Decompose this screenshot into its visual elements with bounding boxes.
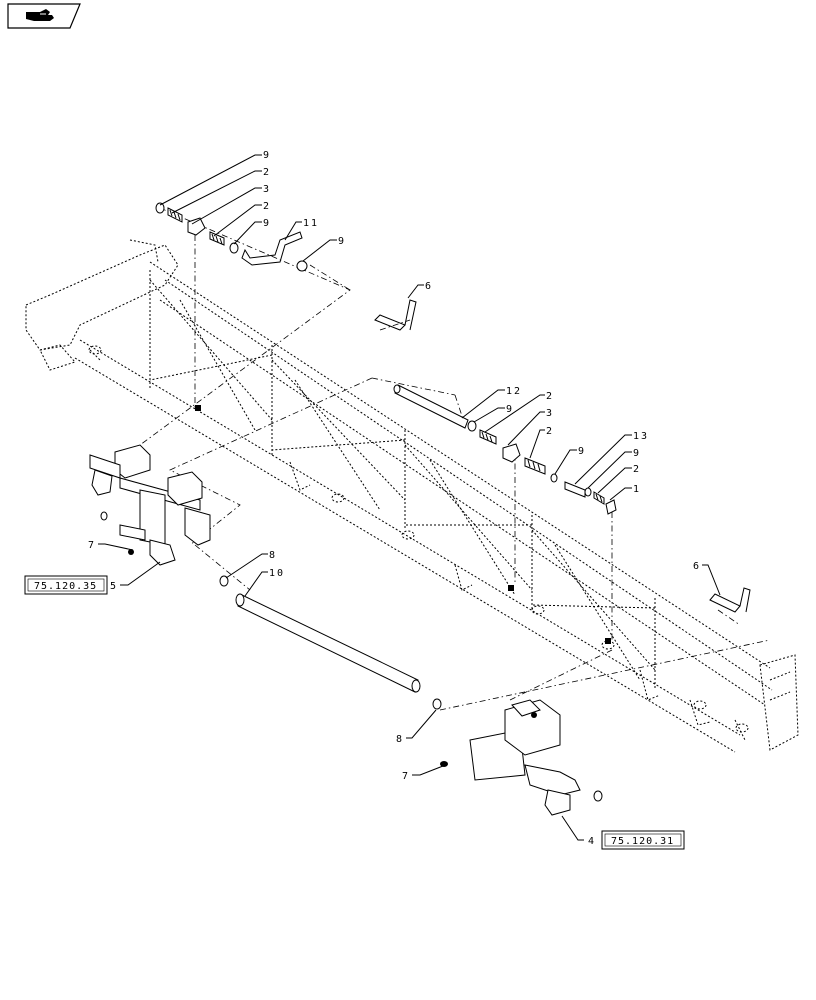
valve-assembly-left [89, 444, 211, 566]
callout-9: 9 [633, 448, 641, 459]
callout-2: 2 [263, 201, 271, 212]
callout-8: 8 [269, 550, 277, 561]
callout-12: 12 [506, 386, 522, 397]
callout-9: 9 [578, 446, 586, 457]
u-bracket-upper [374, 299, 417, 331]
top-fitting-group [155, 202, 308, 272]
callout-2: 2 [263, 167, 271, 178]
callout-2: 2 [633, 464, 641, 475]
callout-7: 7 [402, 771, 410, 782]
reference-text-left: 75.120.35 [34, 581, 97, 592]
callout-7: 7 [88, 540, 96, 551]
hose-assembly [219, 575, 442, 710]
u-bracket-lower [709, 587, 751, 613]
callout-9: 9 [506, 404, 514, 415]
callout-8: 8 [396, 734, 404, 745]
reference-text-right: 75.120.31 [611, 836, 674, 847]
callout-6: 6 [425, 281, 433, 292]
callout-3: 3 [546, 408, 554, 419]
callout-2: 2 [546, 391, 554, 402]
boom-frame [25, 239, 799, 753]
callout-1: 1 [633, 484, 641, 495]
callout-5: 5 [110, 581, 118, 592]
callout-9: 9 [263, 150, 271, 161]
hand-pointing-icon [26, 9, 54, 21]
callout-labels: 9 2 3 2 9 11 9 6 12 9 2 3 2 9 13 9 2 1 6… [88, 150, 701, 847]
frame-mount-points [88, 345, 749, 733]
reference-link-left[interactable]: 75.120.35 [24, 575, 108, 595]
right-fitting-group [467, 420, 617, 515]
callout-11: 11 [303, 218, 319, 229]
pipe-12 [393, 384, 469, 429]
callout-9: 9 [263, 218, 271, 229]
leader-lines [98, 154, 721, 841]
callout-10: 10 [269, 568, 285, 579]
callout-3: 3 [263, 184, 271, 195]
assembly-lines [139, 207, 771, 711]
nav-button[interactable] [7, 3, 81, 29]
valve-assembly-right [440, 699, 603, 816]
callout-6: 6 [693, 561, 701, 572]
callout-13: 13 [633, 431, 649, 442]
callout-4: 4 [588, 836, 596, 847]
callout-9: 9 [338, 236, 346, 247]
reference-link-right[interactable]: 75.120.31 [601, 830, 685, 850]
callout-2: 2 [546, 426, 554, 437]
